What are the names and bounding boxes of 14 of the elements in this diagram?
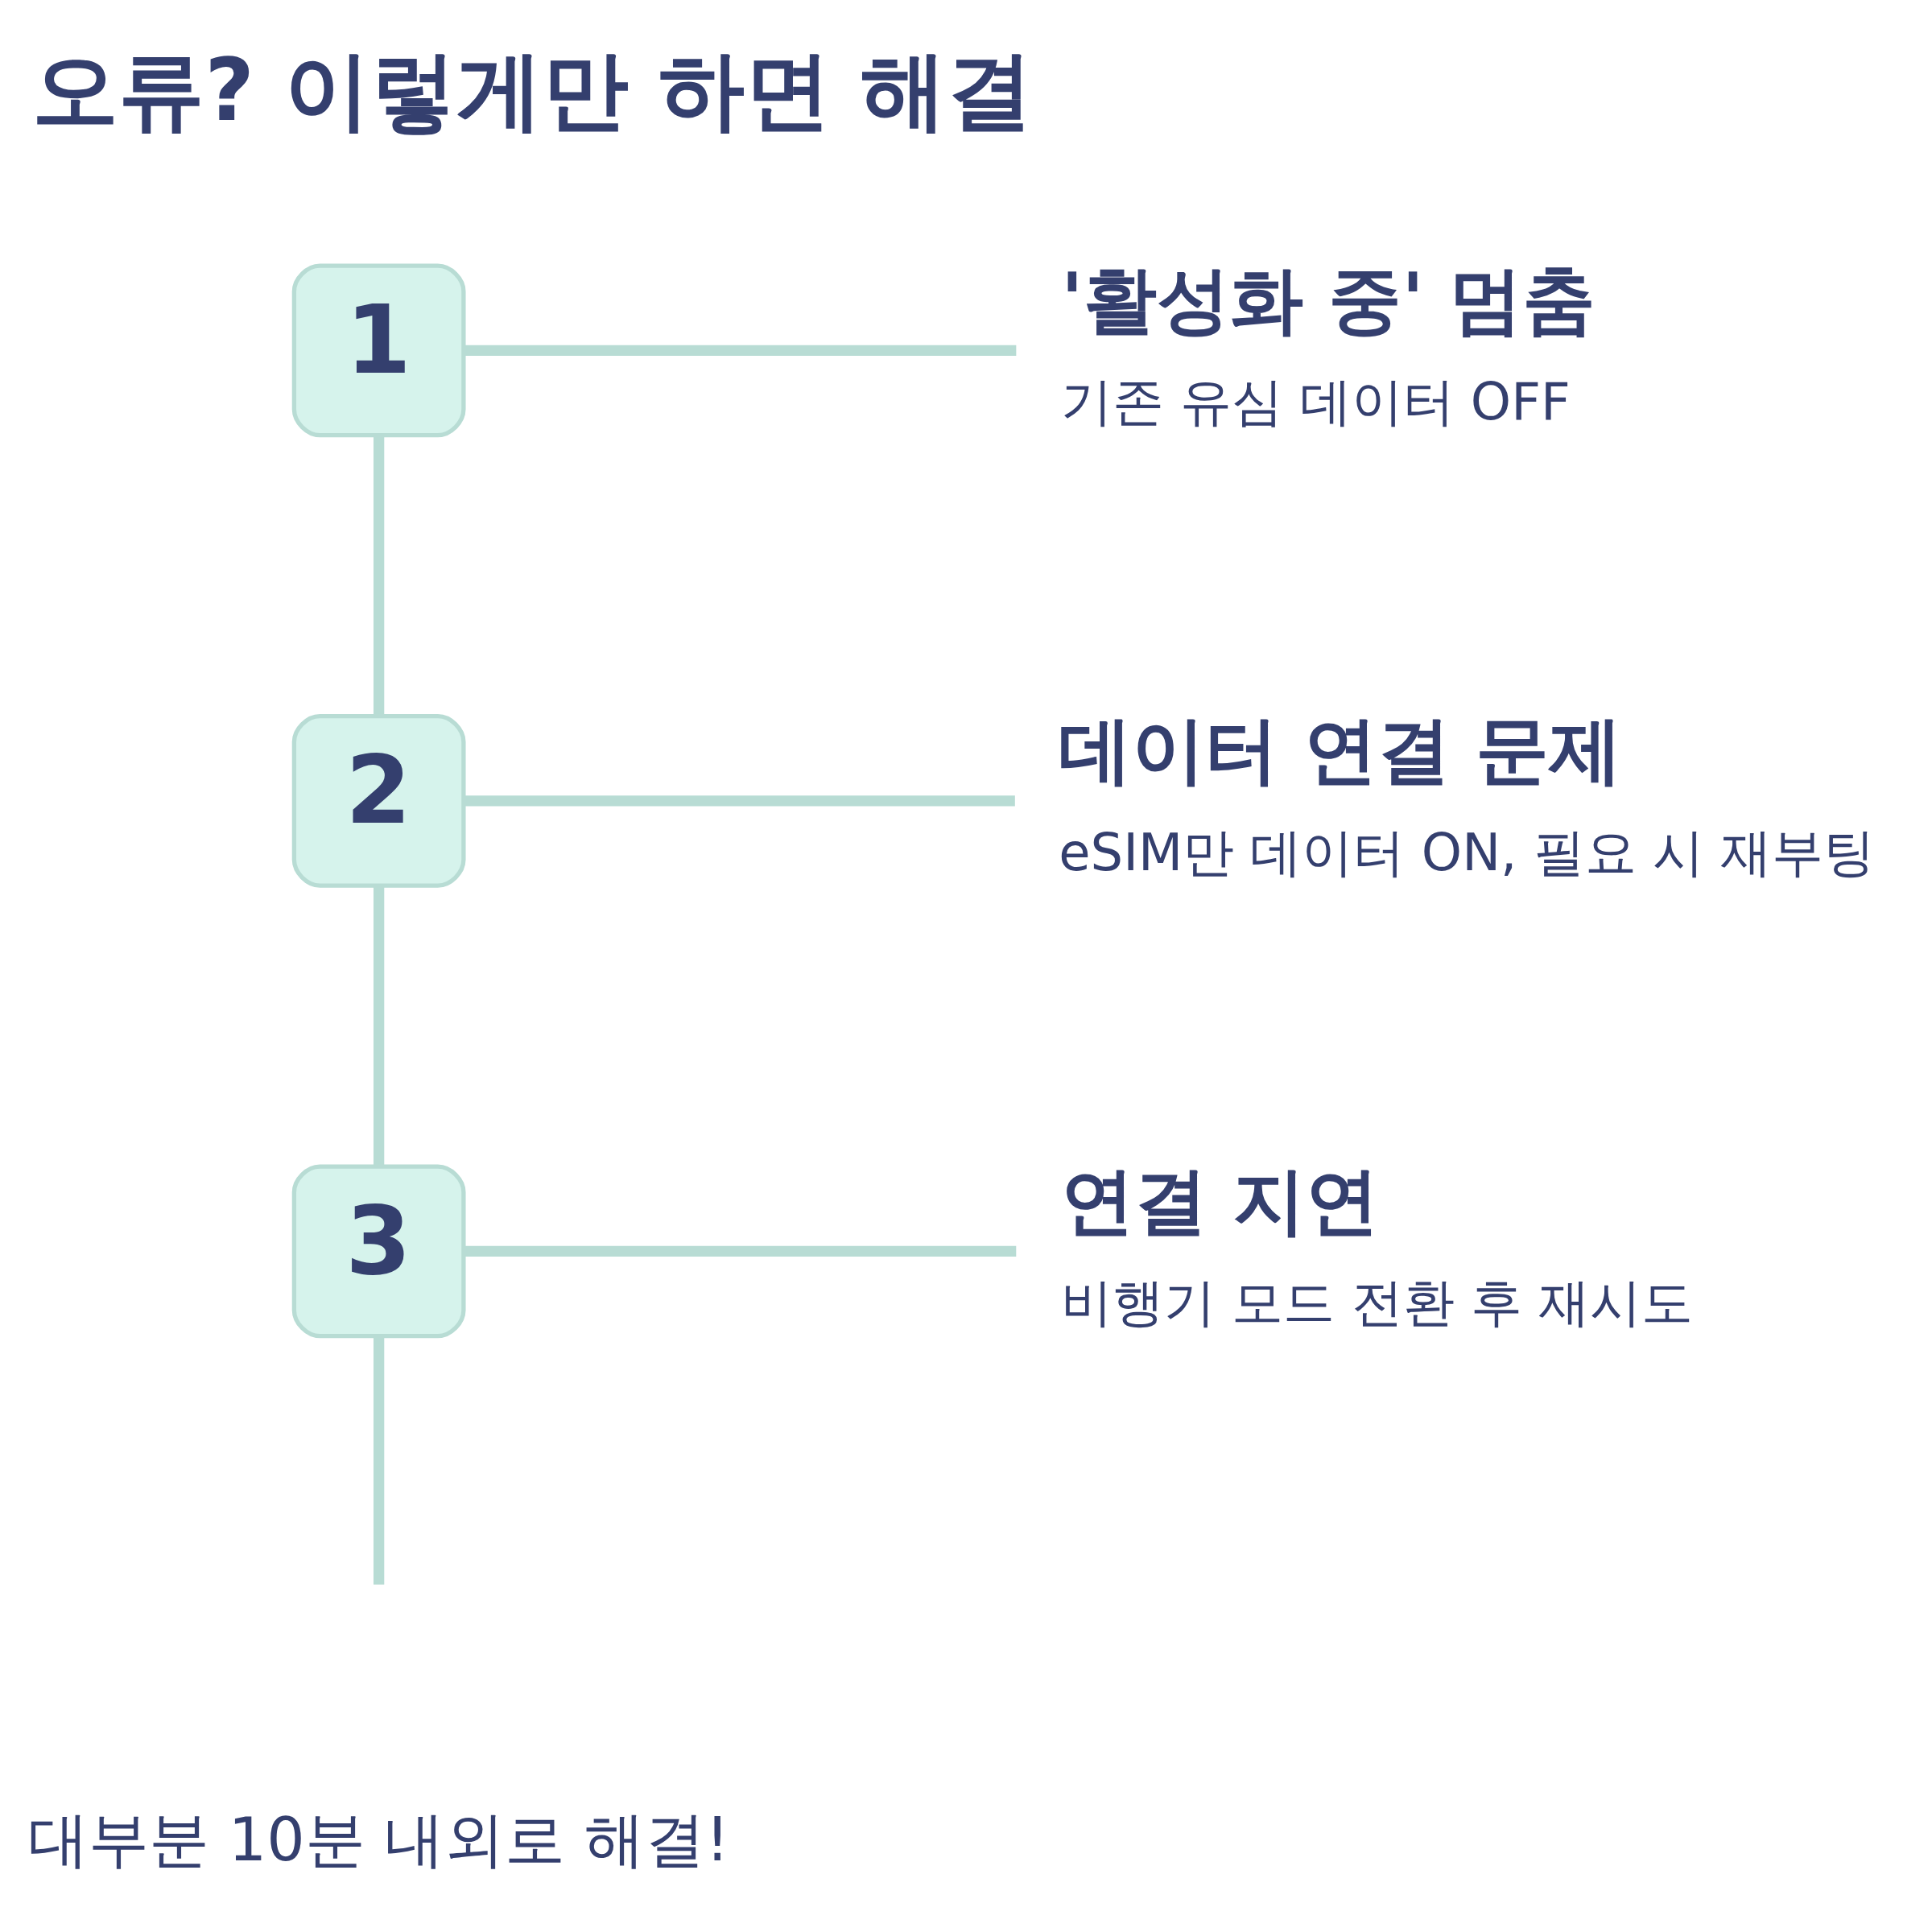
node-box: 1: [291, 263, 466, 438]
node-box: 2: [291, 713, 466, 888]
node-box: 3: [291, 1164, 466, 1339]
connector: [373, 435, 385, 716]
diagram-title: 오류? 이렇게만 하면 해결: [32, 39, 1034, 140]
caption: 대부분 10분 내외로 해결!: [28, 1804, 730, 1875]
node-text: 연결 지연 비행기 모드 전환 후 재시도: [1060, 1158, 1694, 1333]
connector: [463, 1245, 1017, 1257]
node-text: 데이터 연결 문제 eSIM만 데이터 ON, 필요 시 재부팅: [1059, 708, 1876, 882]
connector: [464, 795, 1015, 807]
connector: [373, 1335, 385, 1585]
connector: [464, 345, 1017, 356]
connector: [373, 886, 385, 1166]
node-text: '활성화 중' 멈춤 기존 유심 데이터 OFF: [1060, 257, 1596, 432]
